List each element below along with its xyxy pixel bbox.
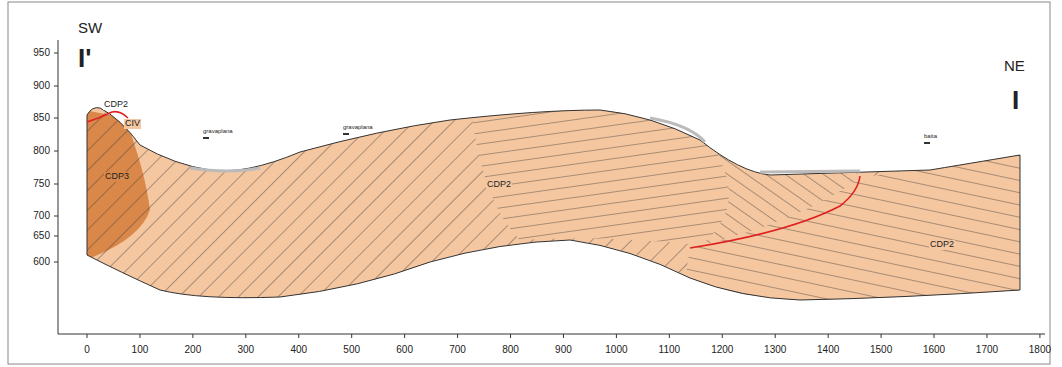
tick <box>87 334 88 338</box>
axis-number: 600 <box>33 256 50 267</box>
tick <box>54 118 58 119</box>
tick <box>722 334 723 338</box>
formation-label: CIV <box>124 119 141 129</box>
tick <box>986 334 987 338</box>
tick <box>404 334 405 338</box>
tick <box>351 334 352 338</box>
axis-number: 1100 <box>659 344 681 355</box>
cover-deposit <box>190 118 860 172</box>
axis-number: 700 <box>33 210 50 221</box>
fault-line <box>690 176 860 248</box>
tick <box>1039 334 1040 338</box>
axis-number: 1500 <box>870 344 892 355</box>
tick <box>457 334 458 338</box>
section-end: I <box>1012 86 1019 115</box>
axis-number: 1800 <box>1029 344 1051 355</box>
tick <box>563 334 564 338</box>
axis-number: 850 <box>33 112 50 123</box>
formation-label: CDP2 <box>103 100 129 110</box>
tick <box>54 184 58 185</box>
axis-number: 900 <box>555 344 572 355</box>
axis-number: 1600 <box>923 344 945 355</box>
formation-label: CDP2 <box>929 240 955 250</box>
tick <box>298 334 299 338</box>
section-end: I' <box>78 44 91 73</box>
formation-label: CDP2 <box>486 180 512 190</box>
tick <box>54 216 58 217</box>
axis-number: 500 <box>343 344 360 355</box>
rock-body <box>80 100 1040 310</box>
tick <box>54 53 58 54</box>
axis-number: 650 <box>33 230 50 241</box>
end-direction: NE <box>1004 58 1025 75</box>
tick <box>139 334 140 338</box>
axis-number: 300 <box>237 344 254 355</box>
tick <box>881 334 882 338</box>
frame <box>8 2 1050 364</box>
tick <box>510 334 511 338</box>
tick <box>616 334 617 338</box>
place-name: gravaplana <box>342 124 374 131</box>
axes <box>58 40 1045 334</box>
axis-number: 750 <box>33 178 50 189</box>
end-direction: SW <box>78 20 102 37</box>
place-name: gravaplana <box>202 128 234 135</box>
axis-number: 950 <box>33 47 50 58</box>
axis-number: 1200 <box>711 344 733 355</box>
axis-number: 1400 <box>817 344 839 355</box>
axis-number: 800 <box>33 145 50 156</box>
axis-number: 700 <box>449 344 466 355</box>
axis-number: 200 <box>185 344 202 355</box>
place-markers <box>203 133 930 144</box>
axis-number: 1700 <box>976 344 998 355</box>
axis-number: 1000 <box>605 344 627 355</box>
tick <box>54 86 58 87</box>
tick <box>669 334 670 338</box>
axis-number: 800 <box>502 344 519 355</box>
formation-label: CDP3 <box>104 172 130 182</box>
tick <box>54 151 58 152</box>
axis-number: 400 <box>290 344 307 355</box>
axis-number: 100 <box>132 344 149 355</box>
axis-number: 900 <box>33 80 50 91</box>
place-name: baita <box>923 133 938 140</box>
tick <box>934 334 935 338</box>
tick <box>775 334 776 338</box>
axis-number: 0 <box>84 344 90 355</box>
tick <box>54 236 58 237</box>
fault-line <box>87 112 128 122</box>
tick <box>54 262 58 263</box>
tick <box>828 334 829 338</box>
section-outline <box>87 108 1020 300</box>
tick <box>192 334 193 338</box>
axis-number: 600 <box>396 344 413 355</box>
axis-ticks <box>54 53 1040 338</box>
tick <box>245 334 246 338</box>
axis-number: 1300 <box>764 344 786 355</box>
